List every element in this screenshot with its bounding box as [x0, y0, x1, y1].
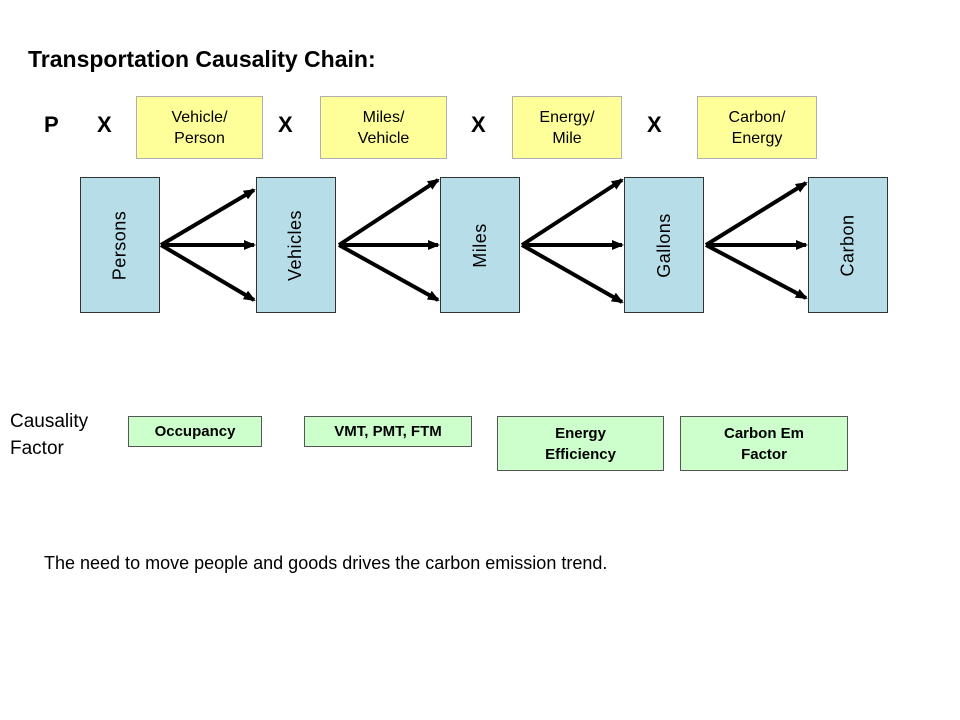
factor-carbon-em: Carbon Em Factor: [680, 416, 848, 471]
ratio-energy-per-mile: Energy/ Mile: [512, 96, 622, 159]
ratio-miles-per-vehicle: Miles/ Vehicle: [320, 96, 447, 159]
factor-energy-efficiency: Energy Efficiency: [497, 416, 664, 471]
ratio-carbon-per-energy: Carbon/ Energy: [697, 96, 817, 159]
arrow-up: [520, 178, 624, 247]
arrow-down: [338, 243, 440, 302]
factor-occupancy: Occupancy: [128, 416, 262, 447]
p-symbol: P: [44, 112, 59, 137]
arrow-down: [521, 243, 624, 304]
quantity-miles: Miles: [440, 177, 520, 313]
fan-arrows-miles-to-gallons: [520, 178, 624, 304]
quantity-vehicles: Vehicles: [256, 177, 336, 313]
quantity-carbon: Carbon: [808, 177, 888, 313]
arrow-down: [705, 243, 808, 300]
multiply-symbol-3: X: [471, 112, 486, 137]
footnote-text: The need to move people and goods drives…: [44, 553, 608, 573]
causality-factor-label: Causality Factor: [10, 411, 89, 459]
multiply-symbol-2: X: [278, 112, 293, 137]
multiply-symbol-1: X: [97, 112, 112, 137]
fan-arrows-gallons-to-carbon: [704, 181, 808, 300]
arrow-down: [159, 243, 256, 302]
arrow-up: [159, 188, 256, 247]
diagram-title: Transportation Causality Chain:: [28, 46, 376, 72]
fan-arrows-persons-to-vehicles: [159, 188, 256, 302]
arrow-up: [337, 178, 440, 247]
quantity-persons: Persons: [80, 177, 160, 313]
ratio-vehicle-per-person: Vehicle/ Person: [136, 96, 263, 159]
fan-arrows-vehicles-to-miles: [337, 178, 440, 302]
quantity-gallons: Gallons: [624, 177, 704, 313]
multiply-symbol-4: X: [647, 112, 662, 137]
factor-vmt-pmt-ftm: VMT, PMT, FTM: [304, 416, 472, 447]
arrow-up: [704, 181, 808, 247]
